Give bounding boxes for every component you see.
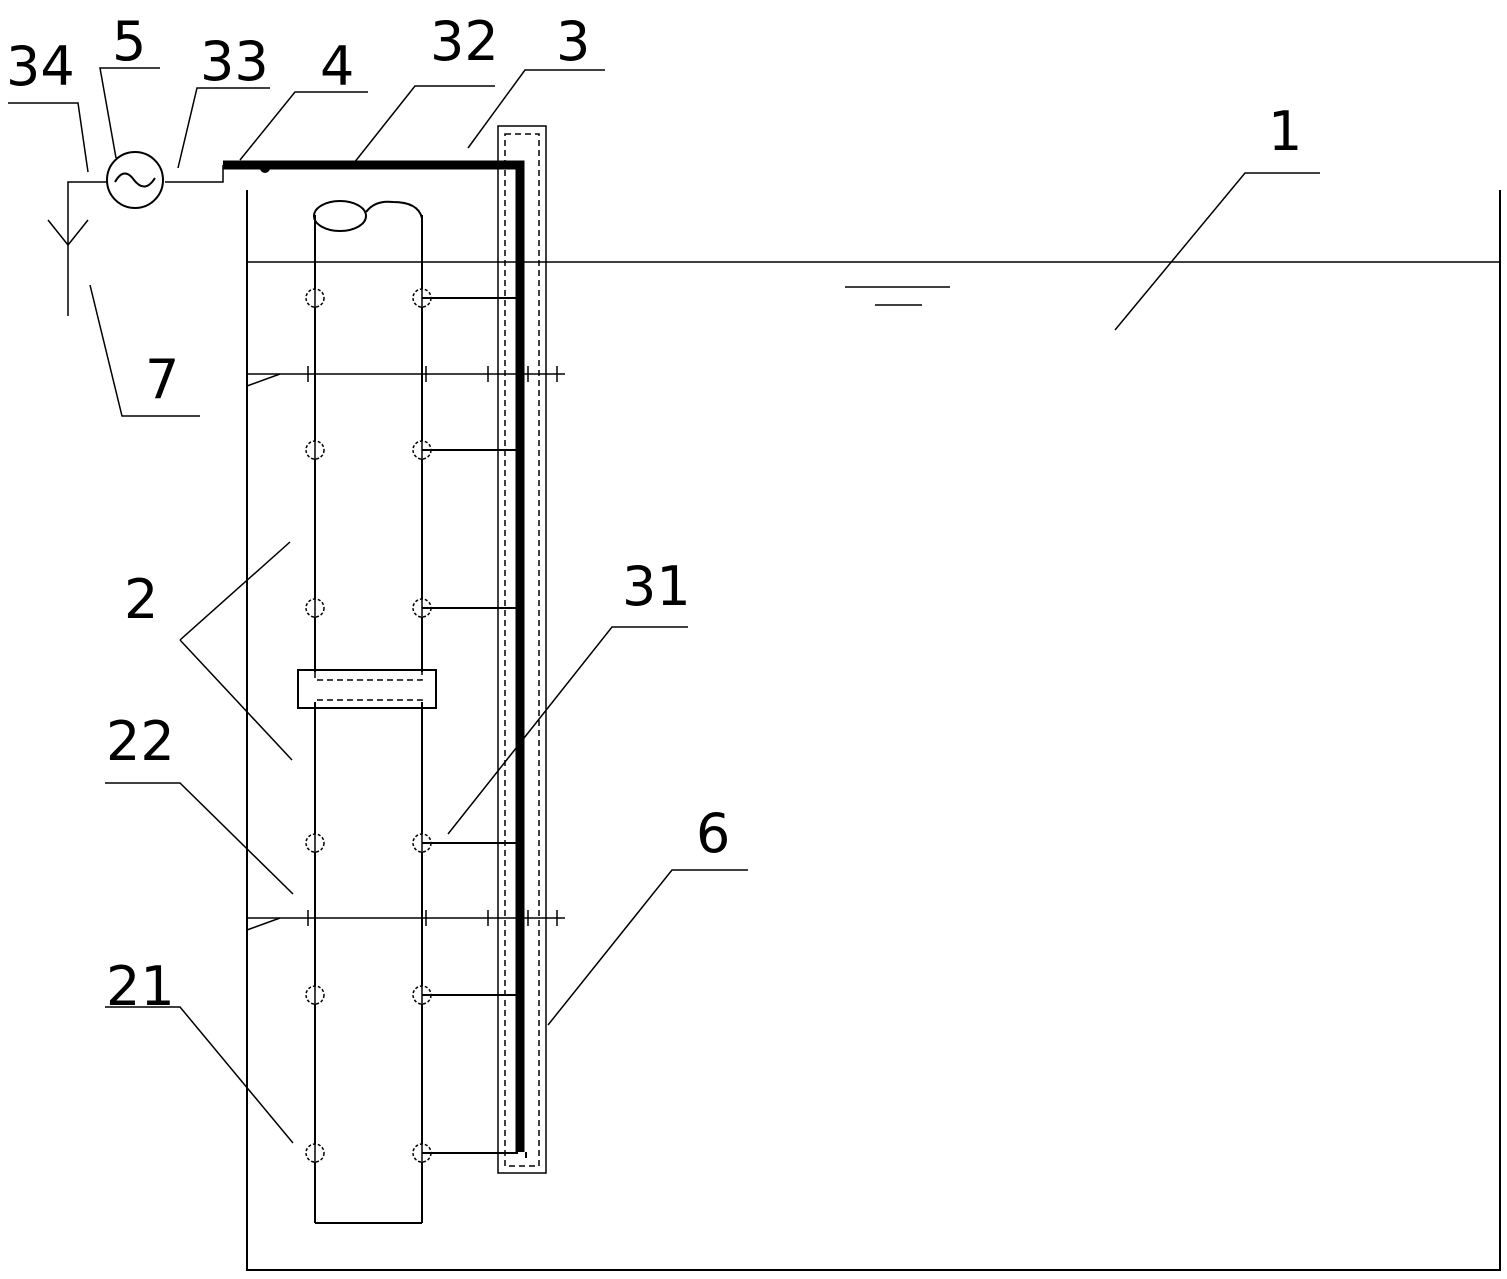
label-2: 2 [124, 568, 158, 631]
leader-lines [8, 67, 1320, 1144]
sensor-point [305, 597, 325, 619]
sensor-point [305, 439, 325, 461]
pile [297, 200, 437, 1224]
horizontal-brace [246, 366, 565, 931]
label-22: 22 [106, 710, 175, 773]
casing-tube [497, 125, 547, 1174]
pile-top-broken-edge [365, 200, 423, 219]
label-21: 21 [106, 955, 175, 1018]
sensor-point [305, 832, 325, 854]
label-5: 5 [112, 10, 146, 73]
label-7: 7 [145, 348, 179, 411]
label-1: 1 [1268, 100, 1302, 163]
labels: 1 2 3 4 5 6 7 21 22 31 32 33 34 [6, 10, 1302, 1018]
sensor-point [305, 984, 325, 1006]
label-4: 4 [320, 35, 354, 98]
label-32: 32 [430, 10, 499, 73]
pile-joint [297, 669, 437, 709]
ac-symbol [114, 172, 156, 188]
label-6: 6 [696, 802, 730, 865]
sensor-point [305, 1142, 325, 1164]
main-cable [223, 160, 527, 1158]
label-3: 3 [556, 10, 590, 73]
sensor-points [305, 287, 432, 1164]
branch-leads [422, 297, 518, 1154]
sensor-point [305, 287, 325, 309]
connector-dot [260, 163, 270, 173]
label-33: 33 [200, 30, 269, 93]
label-34: 34 [6, 35, 75, 98]
instrument-circle [106, 151, 164, 209]
instrument-assembly [47, 151, 270, 316]
label-31: 31 [622, 555, 691, 618]
water-tank [246, 190, 1501, 1271]
pile-top-ellipse [313, 200, 367, 232]
